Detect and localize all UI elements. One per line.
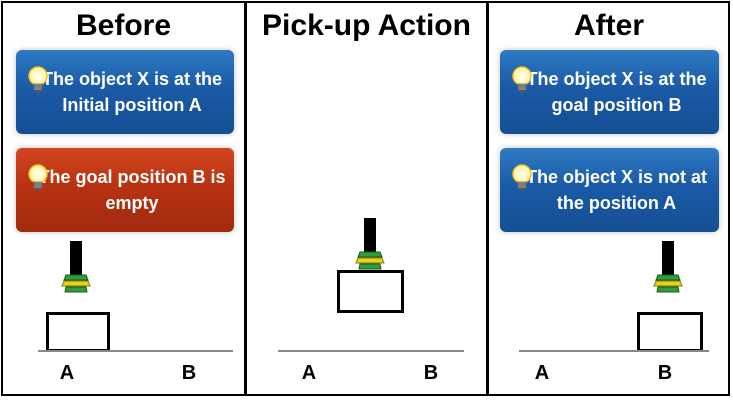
before-card-initial-position: The object X is at the Initial position … bbox=[16, 50, 234, 134]
card-text: The goal position B is empty bbox=[38, 167, 226, 213]
position-label-b: B bbox=[181, 362, 197, 384]
position-label-a: A bbox=[534, 362, 550, 384]
card-text: The object X is not at the position A bbox=[525, 167, 708, 213]
panel-title-after: After bbox=[573, 9, 644, 42]
gripper-icon bbox=[651, 241, 685, 297]
object-x-box bbox=[637, 312, 703, 352]
panel-divider-left bbox=[244, 1, 247, 396]
lightbulb-icon bbox=[510, 163, 534, 193]
ground-line bbox=[38, 350, 233, 352]
after-card-not-at-a: The object X is not at the position A bbox=[500, 148, 719, 232]
position-label-a: A bbox=[301, 362, 317, 384]
position-label-b: B bbox=[423, 362, 439, 384]
gripper-icon bbox=[59, 241, 93, 297]
ground-line bbox=[278, 350, 464, 352]
card-text: The object X is at the goal position B bbox=[526, 69, 707, 115]
panel-divider-right bbox=[486, 1, 489, 396]
position-label-a: A bbox=[59, 362, 75, 384]
figure-frame bbox=[1, 1, 730, 396]
object-x-box bbox=[46, 312, 110, 352]
before-card-goal-empty: The goal position B is empty bbox=[16, 148, 234, 232]
after-card-goal-position: The object X is at the goal position B bbox=[500, 50, 719, 134]
position-label-b: B bbox=[657, 362, 673, 384]
lightbulb-icon bbox=[26, 65, 50, 95]
panel-title-action: Pick-up Action bbox=[262, 9, 471, 42]
lightbulb-icon bbox=[26, 163, 50, 193]
card-text: The object X is at the Initial position … bbox=[41, 69, 223, 115]
panel-title-before: Before bbox=[75, 9, 172, 42]
ground-line bbox=[519, 350, 709, 352]
gripper-icon bbox=[353, 218, 387, 274]
object-x-box bbox=[337, 270, 404, 313]
lightbulb-icon bbox=[510, 65, 534, 95]
